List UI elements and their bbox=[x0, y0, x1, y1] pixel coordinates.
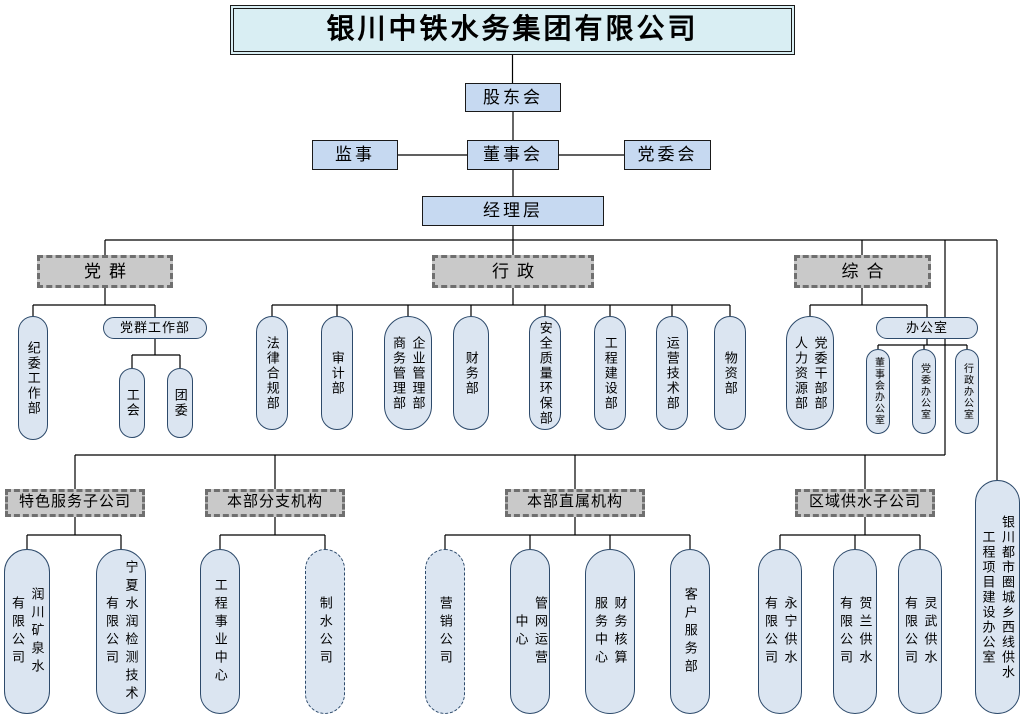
direct-pipeline-center: 管网运营 中心 bbox=[510, 549, 550, 714]
office-board: 董事会办公室 bbox=[866, 349, 890, 434]
shareholders-box: 股东会 bbox=[465, 83, 561, 112]
dept-discipline-committee: 纪委工作部 bbox=[18, 316, 48, 440]
dept-discipline-committee-label: 纪委工作部 bbox=[25, 340, 41, 416]
board-box: 董事会 bbox=[467, 140, 559, 170]
dept-materials-label: 物资部 bbox=[722, 350, 738, 396]
office-party-label: 党委办公室 bbox=[918, 362, 930, 421]
dept-cadre-hr-label: 党委干部部 人力资源部 bbox=[793, 335, 828, 411]
direct-marketing-label: 营销公司 bbox=[437, 595, 453, 668]
west-line-project-office: 银川都市圈城乡西线供水 工程项目建设办公室 bbox=[975, 480, 1020, 714]
header-party-mass: 党群 bbox=[37, 255, 173, 288]
branch-engineering-center: 工程事业中心 bbox=[200, 549, 240, 714]
dept-operation-technology: 运营技术部 bbox=[656, 316, 688, 430]
header-special-service: 特色服务子公司 bbox=[5, 489, 145, 517]
dept-labor-union: 工会 bbox=[119, 368, 145, 438]
dept-enterprise-business-mgmt: 企业管理部 商务管理部 bbox=[384, 316, 432, 430]
direct-customer-service-label: 客户服务部 bbox=[682, 586, 698, 677]
dept-finance-label: 财务部 bbox=[463, 350, 479, 396]
sub-runchuan-mineral-water: 润川矿泉水 有限公司 bbox=[4, 549, 50, 714]
sub-helan-water: 贺兰供水 有限公司 bbox=[833, 549, 877, 714]
general-office: 办公室 bbox=[876, 317, 978, 339]
direct-pipeline-center-label: 管网运营 中心 bbox=[513, 595, 549, 668]
dept-youth-league: 团委 bbox=[167, 368, 193, 438]
sub-helan-water-label: 贺兰供水 有限公司 bbox=[838, 595, 873, 668]
branch-engineering-center-label: 工程事业中心 bbox=[212, 577, 228, 686]
sub-yongning-water: 永宁供水 有限公司 bbox=[758, 549, 802, 714]
dept-operation-technology-label: 运营技术部 bbox=[664, 335, 680, 411]
direct-marketing: 营销公司 bbox=[425, 549, 465, 714]
sub-runchuan-mineral-water-label: 润川矿泉水 有限公司 bbox=[10, 586, 45, 677]
office-admin: 行政办公室 bbox=[955, 349, 979, 434]
direct-accounting-center-label: 财务核算 服务中心 bbox=[593, 595, 628, 668]
sub-lingwu-water: 灵武供水 有限公司 bbox=[898, 549, 942, 714]
office-admin-label: 行政办公室 bbox=[961, 362, 973, 421]
sub-lingwu-water-label: 灵武供水 有限公司 bbox=[903, 595, 938, 668]
branch-water-production-label: 制水公司 bbox=[317, 595, 333, 668]
dept-audit-label: 审计部 bbox=[329, 350, 345, 396]
header-hq-branches: 本部分支机构 bbox=[205, 489, 345, 517]
management-box: 经理层 bbox=[422, 196, 604, 226]
direct-customer-service: 客户服务部 bbox=[670, 549, 710, 714]
dept-youth-league-label: 团委 bbox=[172, 388, 188, 418]
sub-ningxia-testing-label: 宁夏水润检测技术 有限公司 bbox=[104, 559, 139, 704]
sub-yongning-water-label: 永宁供水 有限公司 bbox=[763, 595, 798, 668]
dept-enterprise-business-mgmt-label: 企业管理部 商务管理部 bbox=[391, 335, 426, 411]
dept-legal-compliance-label: 法律合规部 bbox=[264, 335, 280, 411]
company-title: 银川中铁水务集团有限公司 bbox=[230, 5, 795, 55]
header-comprehensive: 综合 bbox=[794, 255, 931, 288]
dept-engineering-construction-label: 工程建设部 bbox=[602, 335, 618, 411]
direct-accounting-center: 财务核算 服务中心 bbox=[585, 549, 635, 714]
dept-safety-quality-env-label: 安全质量环保部 bbox=[537, 320, 553, 426]
west-line-project-office-label: 银川都市圈城乡西线供水 工程项目建设办公室 bbox=[980, 514, 1016, 680]
dept-cadre-hr: 党委干部部 人力资源部 bbox=[786, 316, 834, 430]
sub-ningxia-testing: 宁夏水润检测技术 有限公司 bbox=[96, 549, 146, 714]
dept-materials: 物资部 bbox=[714, 316, 746, 430]
party-committee-box: 党委会 bbox=[624, 140, 711, 170]
header-regional-water: 区域供水子公司 bbox=[795, 489, 935, 517]
branch-water-production: 制水公司 bbox=[305, 549, 345, 714]
office-board-label: 董事会办公室 bbox=[872, 357, 884, 426]
supervisors-box: 监事 bbox=[312, 140, 398, 170]
dept-engineering-construction: 工程建设部 bbox=[594, 316, 626, 430]
office-party: 党委办公室 bbox=[912, 349, 936, 434]
dept-safety-quality-env: 安全质量环保部 bbox=[529, 316, 561, 430]
dept-labor-union-label: 工会 bbox=[124, 388, 140, 418]
dept-audit: 审计部 bbox=[321, 316, 353, 430]
dept-party-mass-work: 党群工作部 bbox=[103, 317, 207, 339]
dept-legal-compliance: 法律合规部 bbox=[256, 316, 288, 430]
header-administration: 行政 bbox=[432, 255, 594, 288]
header-hq-direct: 本部直属机构 bbox=[505, 489, 645, 517]
dept-finance: 财务部 bbox=[453, 316, 489, 430]
